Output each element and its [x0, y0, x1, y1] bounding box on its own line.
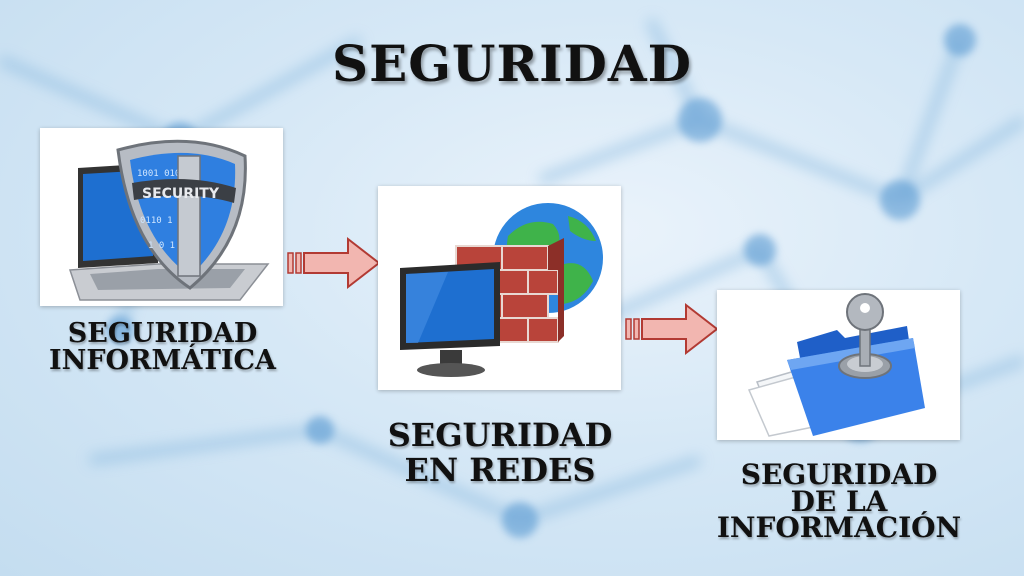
label-line: EN REDES — [404, 450, 596, 489]
label-seguridad-en-redes: SEGURIDAD EN REDES — [366, 418, 634, 487]
panel-seguridad-de-la-informacion — [717, 290, 960, 440]
page-title: SEGURIDAD — [332, 34, 692, 93]
label-line: SEGURIDAD — [387, 416, 613, 454]
label-line: DE LA — [790, 484, 888, 518]
svg-text:1001 0101 1: 1001 0101 1 — [137, 169, 197, 179]
label-line: SEGURIDAD — [740, 458, 938, 491]
label-line: SEGURIDAD — [67, 318, 258, 349]
panel-seguridad-en-redes — [378, 186, 621, 390]
laptop-security-shield-icon: 1001 0101 1 0110 1 0 1 1 0 1 0 SECURITY — [68, 139, 270, 301]
label-line: INFORMÁTICA — [49, 345, 276, 376]
arrow-right-icon — [287, 236, 381, 290]
arrow-right-icon — [625, 302, 719, 356]
svg-text:1 0 1 0: 1 0 1 0 — [148, 241, 186, 251]
label-seguridad-de-la-informacion: SEGURIDAD DE LA INFORMACIÓN — [705, 458, 973, 545]
svg-text:0110 1 0 1: 0110 1 0 1 — [140, 216, 194, 226]
label-seguridad-informatica: SEGURIDAD INFORMÁTICA — [30, 320, 295, 374]
folder-key-lock-icon — [747, 293, 925, 437]
panel-seguridad-informatica: 1001 0101 1 0110 1 0 1 1 0 1 0 SECURITY — [40, 128, 283, 306]
label-line: INFORMACIÓN — [716, 511, 962, 545]
svg-text:SECURITY: SECURITY — [142, 186, 220, 202]
monitor-firewall-globe-icon — [400, 203, 603, 377]
